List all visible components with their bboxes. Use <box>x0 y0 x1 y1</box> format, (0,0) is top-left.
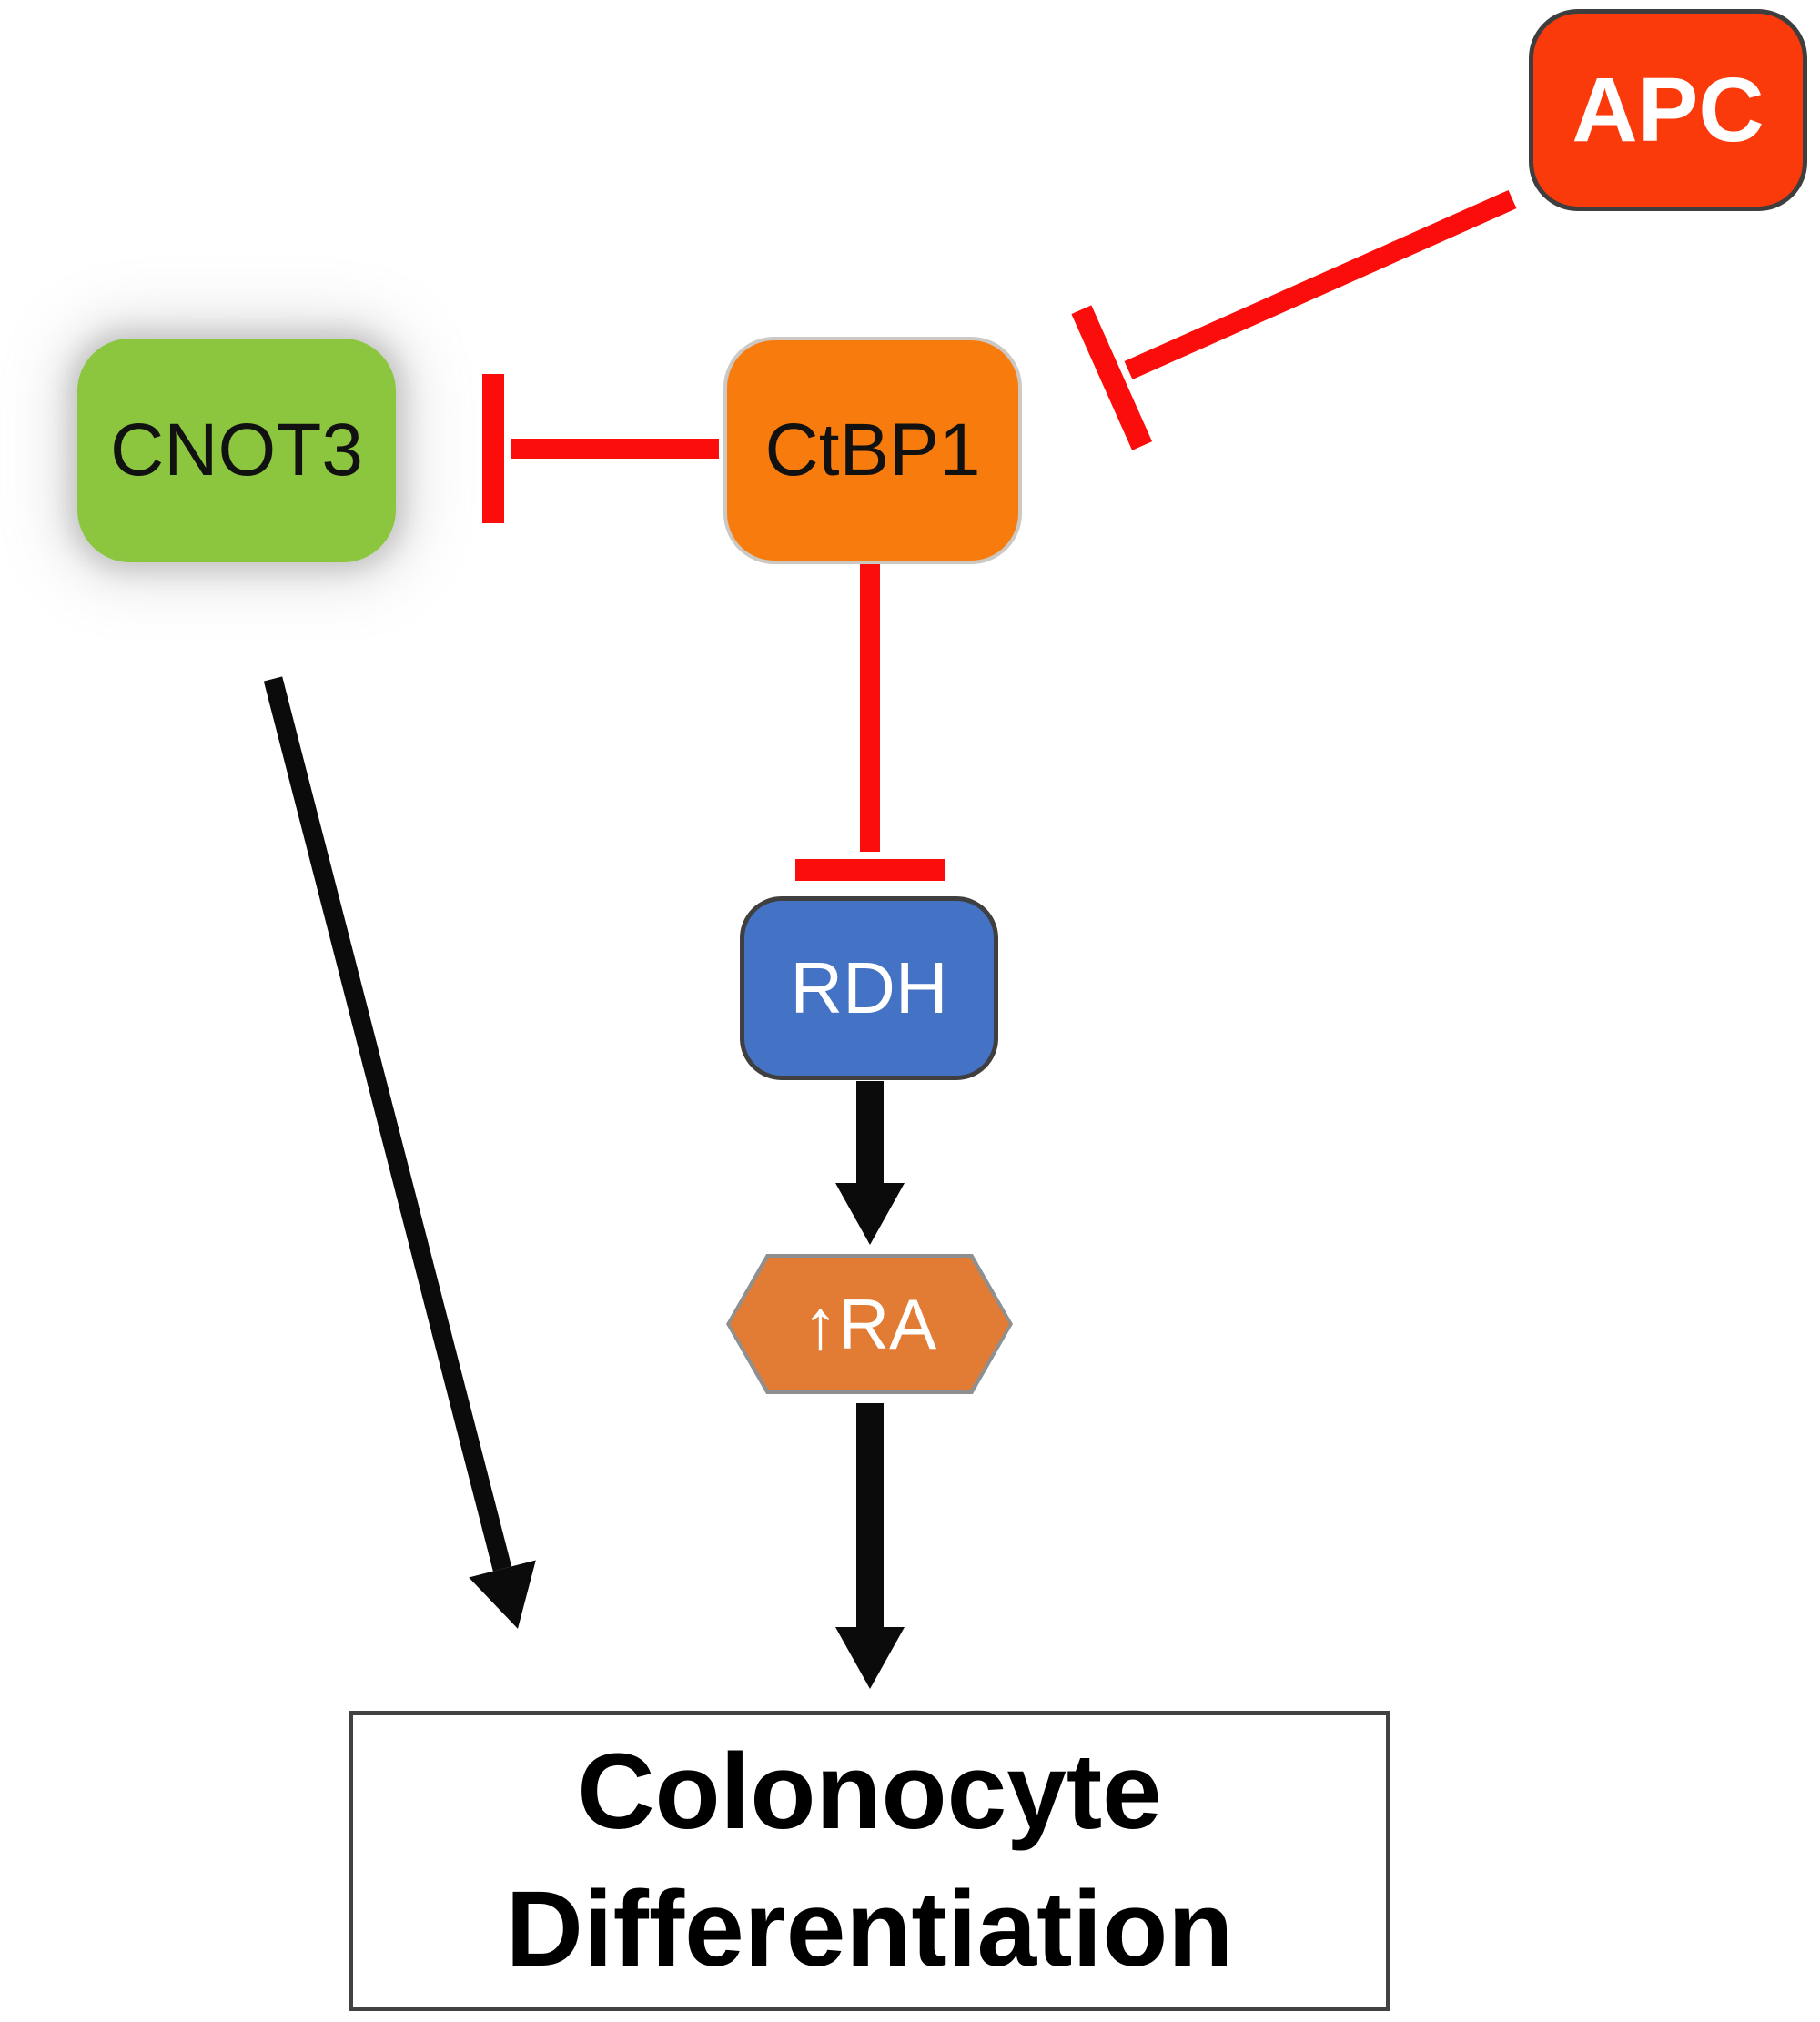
ctbp1-label: CtBP1 <box>764 409 981 491</box>
node-rdh: RDH <box>740 896 998 1080</box>
rdh-label: RDH <box>790 947 948 1028</box>
ra-hexagon-fill <box>730 1258 1009 1390</box>
outcome-label-line2: Differentiation <box>505 1869 1234 1989</box>
outcome-label-line1: Colonocyte <box>577 1731 1162 1852</box>
node-cnot3: CNOT3 <box>77 339 396 562</box>
edge-cnot3-activates-differentiation <box>263 676 536 1629</box>
edge-apc-inhibits-ctbp1 <box>1071 189 1517 450</box>
apc-label: APC <box>1572 58 1764 161</box>
node-ra-hexagon: ↑RA <box>726 1254 1013 1394</box>
node-ctbp1: CtBP1 <box>723 337 1022 564</box>
node-colonocyte-differentiation: Colonocyte Differentiation <box>349 1711 1390 2011</box>
ra-label: ↑RA <box>802 1283 937 1364</box>
node-apc: APC <box>1529 9 1807 211</box>
cnot3-label: CNOT3 <box>110 409 363 491</box>
